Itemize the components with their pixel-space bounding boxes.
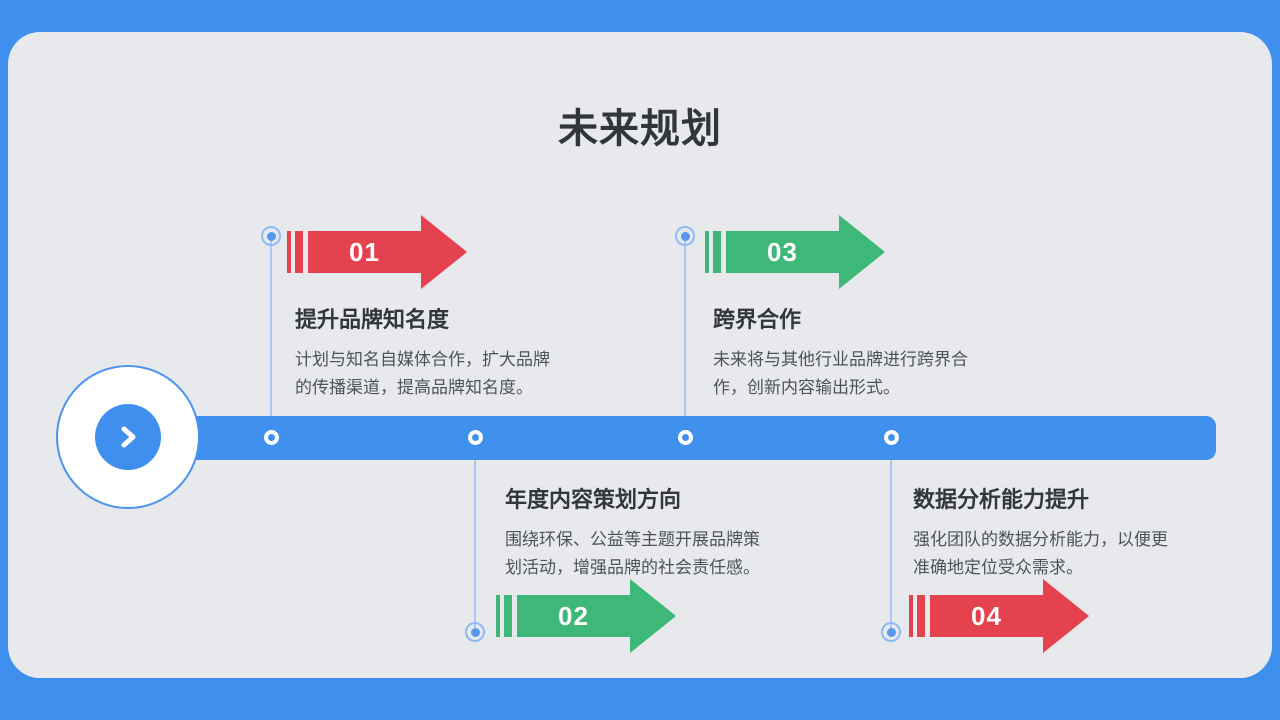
next-circle-button[interactable] xyxy=(56,365,200,509)
timeline-dot-04 xyxy=(884,430,899,445)
timeline-dot-01 xyxy=(264,430,279,445)
connector-line-02 xyxy=(474,438,476,634)
step-heading: 跨界合作 xyxy=(713,307,802,332)
step-arrow-04: 04 xyxy=(909,579,1089,653)
step-arrow-01: 01 xyxy=(287,215,467,289)
step-arrow-02: 02 xyxy=(496,579,676,653)
slide-card: 未来规划 01 02 03 xyxy=(8,32,1272,678)
step-number: 04 xyxy=(930,595,1043,637)
page-title: 未来规划 xyxy=(558,107,722,151)
step-description: 围绕环保、公益等主题开展品牌策划活动，增强品牌的社会责任感。 xyxy=(505,530,760,578)
timeline-dot-02 xyxy=(468,430,483,445)
step-number: 03 xyxy=(726,231,839,273)
step-description: 计划与知名自媒体合作，扩大品牌的传播渠道，提高品牌知名度。 xyxy=(295,350,550,398)
arrow-head-icon xyxy=(1043,579,1089,653)
arrow-head-icon xyxy=(421,215,467,289)
step-number: 01 xyxy=(308,231,421,273)
step-heading: 数据分析能力提升 xyxy=(913,487,1090,512)
arrow-stripe xyxy=(909,595,913,637)
connector-node-03 xyxy=(675,226,695,246)
connector-node-02 xyxy=(465,622,485,642)
step-text-04: 数据分析能力提升 强化团队的数据分析能力，以便更准确地定位受众需求。 xyxy=(913,482,1179,582)
arrow-stripe xyxy=(917,595,925,637)
arrow-head-icon xyxy=(630,579,676,653)
timeline-dot-03 xyxy=(678,430,693,445)
arrow-stripe xyxy=(287,231,291,273)
step-number: 02 xyxy=(517,595,630,637)
connector-line-03 xyxy=(684,236,686,438)
arrow-stripe xyxy=(713,231,721,273)
step-heading: 提升品牌知名度 xyxy=(295,307,450,332)
step-text-02: 年度内容策划方向 围绕环保、公益等主题开展品牌策划活动，增强品牌的社会责任感。 xyxy=(505,482,771,582)
connector-node-04 xyxy=(881,622,901,642)
step-description: 未来将与其他行业品牌进行跨界合作，创新内容输出形式。 xyxy=(713,350,968,398)
step-description: 强化团队的数据分析能力，以便更准确地定位受众需求。 xyxy=(913,530,1168,578)
connector-line-04 xyxy=(890,438,892,634)
arrow-stripe xyxy=(496,595,500,637)
arrow-stripe xyxy=(295,231,303,273)
connector-node-01 xyxy=(261,226,281,246)
arrow-stripe xyxy=(504,595,512,637)
step-arrow-03: 03 xyxy=(705,215,885,289)
step-heading: 年度内容策划方向 xyxy=(505,487,682,512)
arrow-head-icon xyxy=(839,215,885,289)
arrow-stripe xyxy=(705,231,709,273)
step-text-03: 跨界合作 未来将与其他行业品牌进行跨界合作，创新内容输出形式。 xyxy=(713,302,979,402)
connector-line-01 xyxy=(270,236,272,438)
chevron-right-icon xyxy=(95,404,161,470)
step-text-01: 提升品牌知名度 计划与知名自媒体合作，扩大品牌的传播渠道，提高品牌知名度。 xyxy=(295,302,561,402)
